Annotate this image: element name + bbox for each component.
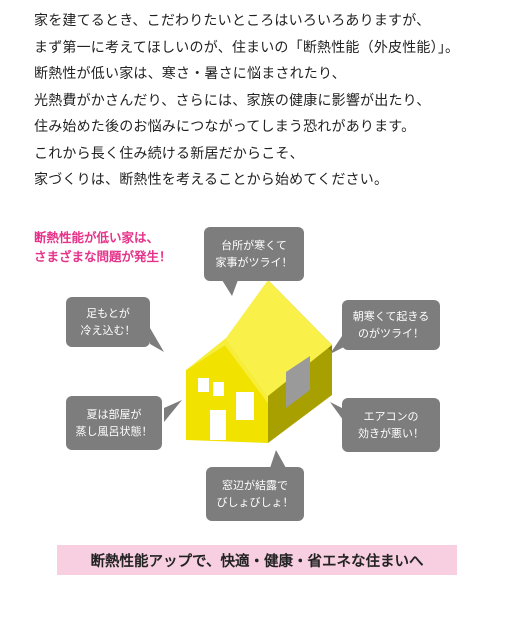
problem-note-line1: 断熱性能が低い家は、: [34, 230, 160, 245]
intro-line: 家づくりは、断熱性を考えることから始めてください。: [34, 172, 389, 188]
problem-note: 断熱性能が低い家は、 さまざまな問題が発生！: [34, 228, 172, 266]
bubble-summer-hot: 夏は部屋が 蒸し風呂状態！: [66, 396, 162, 450]
intro-line: 断熱性が低い家は、寒さ・暑さに悩まされたり、: [34, 66, 346, 82]
intro-line: 光熱費がかさんだり、さらには、家族の健康に影響が出たり、: [34, 92, 431, 109]
problem-note-line2: さまざまな問題が発生！: [34, 249, 172, 264]
conclusion-banner: 断熱性能アップで、快適・健康・省エネな住まいへ: [57, 545, 457, 575]
intro-line: 家を建てるとき、こだわりたいところはいろいろありますが、: [34, 13, 431, 29]
bubble-feet-cold: 足もとが 冷え込む！: [66, 297, 150, 347]
house-window: [236, 392, 254, 420]
bubble-tail-summer: [164, 400, 182, 422]
house-window: [213, 382, 224, 396]
conclusion-banner-text: 断熱性能アップで、快適・健康・省エネな住まいへ: [90, 553, 424, 570]
bubble-kitchen-cold: 台所が寒くて 家事がツライ！: [204, 227, 304, 281]
house-roof-front: [186, 338, 268, 403]
intro-line: これから長く住み続ける新居だからこそ、: [34, 145, 304, 162]
intro-line: まず第一に考えてほしいのが、住まいの「断熱性能（外皮性能）」。: [34, 39, 460, 56]
house-door: [210, 410, 226, 440]
bubble-window-condensation: 窓辺が結露で びしょびしょ！: [206, 467, 304, 521]
house-window: [198, 378, 209, 392]
bubble-aircon: エアコンの 効きが悪い！: [342, 398, 440, 452]
house-side-window: [286, 356, 310, 408]
intro-text: 家を建てるとき、こだわりたいところはいろいろありますが、 まず第一に考えてほしい…: [34, 8, 514, 194]
bubble-morning-cold: 朝寒くて起きる のがツライ！: [342, 300, 440, 350]
bubble-tail-window: [270, 450, 286, 468]
house-roof-top: [226, 280, 332, 396]
bubble-tail-kitchen: [222, 280, 238, 296]
bubble-tail-feet: [150, 328, 164, 352]
intro-line: 住み始めた後のお悩みにつながってしまう恐れがあります。: [34, 119, 416, 135]
